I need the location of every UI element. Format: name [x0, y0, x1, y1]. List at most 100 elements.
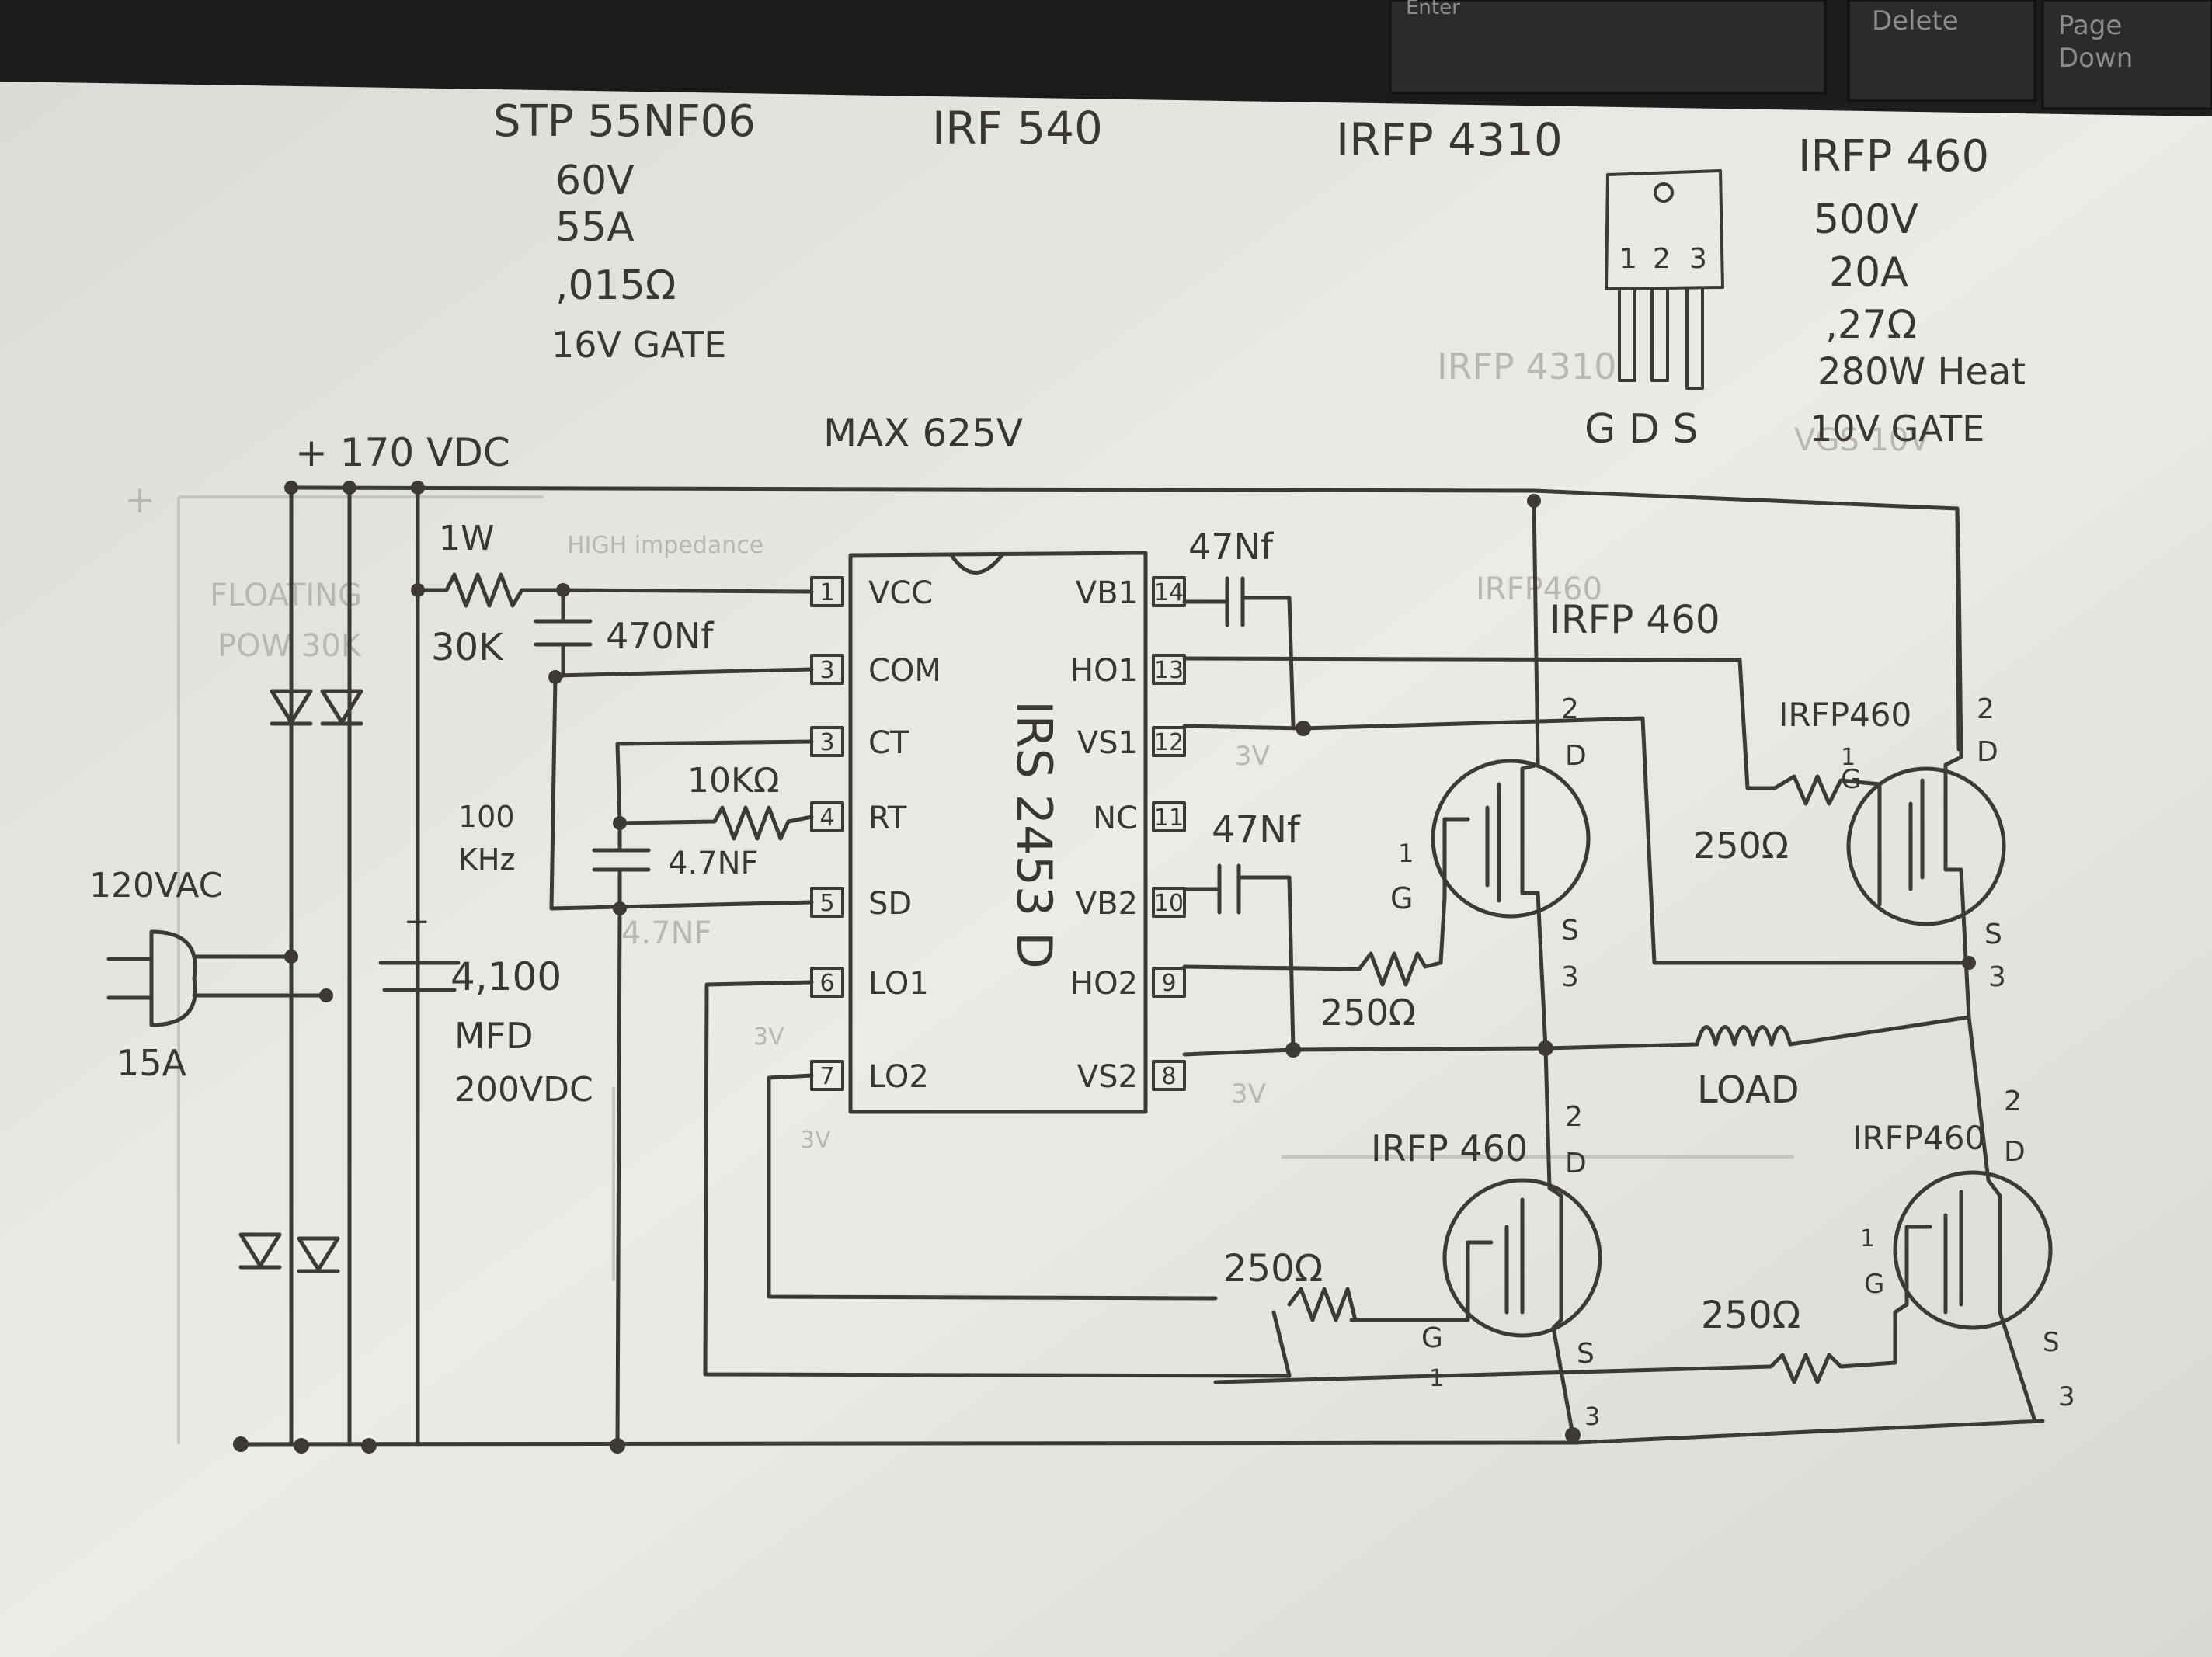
mosfet-name: IRFP460	[1852, 1119, 1985, 1157]
package-pin-number: 1	[1619, 243, 1637, 275]
vcc-resistor	[416, 572, 814, 608]
pin-number: 2	[2004, 1086, 2022, 1117]
junction-dot	[343, 481, 356, 495]
ic-pin-number: 9	[1161, 970, 1176, 997]
ic-pin-label: VCC	[868, 575, 933, 611]
max-voltage-note: MAX 625V	[823, 411, 1023, 456]
vcc-network: 1W 30K 470Nf	[411, 519, 814, 911]
timing-ground-wire	[615, 906, 622, 1448]
supply-rails: + + 170 VDC	[124, 430, 2045, 1454]
ic-pin-number: 10	[1154, 890, 1184, 917]
mounting-hole	[1654, 182, 1674, 203]
ic-pin-box	[810, 576, 844, 607]
gate-resistor-value: 250Ω	[1693, 825, 1789, 867]
delete-key	[1847, 0, 2036, 102]
mosfet-symbol	[1349, 1046, 1575, 1437]
delete-key-label: Delete	[1872, 5, 1959, 36]
resistor-value: 30K	[431, 626, 504, 669]
ic-pin-box	[810, 887, 844, 918]
ic-pin-box	[810, 801, 844, 832]
pin-number: 3	[1988, 961, 2006, 993]
page-key-label: Page	[2058, 10, 2122, 41]
down-key-label: Down	[2058, 43, 2133, 74]
ho1-wire	[1182, 656, 1777, 790]
ic-pin-label: VB1	[1076, 575, 1138, 611]
gate-label: G	[1841, 764, 1861, 795]
package-pin-number: 2	[1653, 243, 1671, 275]
gate-resistor	[1287, 1287, 1358, 1322]
gate-label: G	[1864, 1269, 1884, 1300]
source-label: S	[2043, 1327, 2060, 1358]
spec-line: ,27Ω	[1825, 302, 1917, 347]
mosfet-symbol	[1772, 572, 1971, 1020]
pin-number: 1	[1841, 744, 1856, 771]
timing-network: 10KΩ 4.7NF 100 KHz	[458, 739, 814, 1448]
frequency-value: 100	[458, 800, 515, 834]
spec-line: 10V GATE	[1810, 408, 1984, 450]
spec-line: 280W Heat	[1817, 350, 2026, 394]
pin-number: 3	[1561, 961, 1579, 993]
ic-pin-box	[1152, 801, 1186, 832]
gate-resistor-value: 250Ω	[1701, 1294, 1800, 1337]
rail-plus-mark: +	[124, 478, 155, 522]
cap-plus-sign: +	[404, 904, 430, 940]
package-pin-legend: G D S	[1584, 406, 1698, 453]
package-leads	[1618, 287, 1704, 390]
ct-wire	[615, 739, 814, 825]
junction-dot	[233, 1436, 249, 1452]
mosfet-body	[1442, 1178, 1602, 1338]
gate-resistor-value: 250Ω	[1320, 992, 1416, 1033]
bootstrap-cap-2-value: 47Nf	[1212, 808, 1301, 852]
to247-package-sketch: 1 2 3 G D S	[1584, 169, 1724, 453]
spec-line: 20A	[1829, 249, 1908, 296]
ic-pin-label: COM	[868, 653, 941, 689]
spec-line: 60V	[555, 158, 635, 204]
com-wire	[553, 667, 814, 678]
spec-irfp460: IRFP 460 500V 20A ,27Ω 280W Heat 10V GAT…	[1798, 131, 2026, 450]
ic-pin-number: 1	[819, 579, 834, 606]
ic-pin-box	[810, 654, 844, 685]
ic-notch	[949, 553, 1004, 575]
vcc-capacitor	[534, 588, 593, 682]
load-label: LOAD	[1697, 1068, 1800, 1112]
gate-label: G	[1390, 881, 1413, 915]
ic-pin-label: SD	[868, 886, 912, 922]
package-body	[1605, 169, 1724, 290]
spec-irfp4310: IRFP 4310	[1336, 113, 1563, 166]
ic-pin-label: VS1	[1077, 725, 1138, 761]
ic-pin-label: CT	[868, 725, 909, 761]
mosfet-symbol	[1213, 1015, 2037, 1423]
bootstrap-cap-2	[1182, 863, 1296, 1052]
bridge-rectifier	[238, 689, 363, 1273]
ic-pin-label: HO1	[1070, 653, 1138, 689]
ic-part-number: IRS 2453 D	[1006, 700, 1063, 969]
voltage-mark: 3V	[800, 1127, 831, 1154]
bootstrap-cap-1-value: 47Nf	[1188, 526, 1275, 568]
junction-dot	[294, 1438, 309, 1454]
mosfet-name: IRFP460	[1779, 696, 1911, 734]
ic-pin-box	[1152, 1060, 1186, 1091]
cap-value: 4,100	[450, 954, 562, 999]
source-label: S	[1984, 919, 2002, 950]
pin-number: 1	[1860, 1225, 1875, 1252]
ic-pin-number: 14	[1154, 579, 1184, 606]
ic-pin-number: 6	[819, 970, 834, 997]
mosfet-q2: IRFP460 2 D 1 G S 3 250Ω	[1693, 572, 2006, 1020]
ic-pin-box	[1152, 576, 1186, 607]
cap-unit: MFD	[454, 1015, 534, 1057]
ac-plug: 120VAC 15A	[89, 866, 329, 1084]
source-label: S	[1561, 915, 1579, 947]
voltage-mark: 3V	[1235, 741, 1270, 772]
ic-irs2453d: IRS 2453 D	[848, 551, 1148, 1114]
junction-dot	[1296, 721, 1311, 736]
mosfet-body	[1846, 766, 2006, 926]
part-name: IRFP 460	[1798, 131, 1989, 182]
erased-note: 4.7NF	[621, 915, 712, 951]
paper-sheet	[0, 82, 2212, 1657]
frequency-unit: KHz	[458, 842, 515, 877]
fuse-label: 15A	[117, 1042, 187, 1084]
